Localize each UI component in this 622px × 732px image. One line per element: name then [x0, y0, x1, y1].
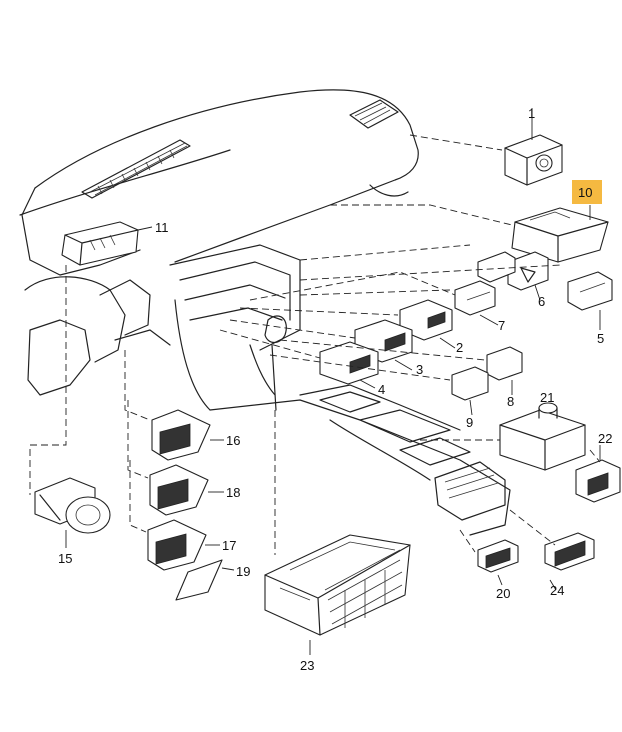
part-5-switch	[567, 271, 613, 311]
callout-9: 9	[466, 415, 473, 430]
part-21-rotary-control	[499, 402, 586, 471]
callout-24: 24	[550, 583, 564, 598]
part-6-hazard-switch	[507, 251, 549, 291]
callout-4: 4	[378, 382, 385, 397]
part-20-switch	[477, 539, 519, 573]
part-16-switch-panel	[151, 409, 211, 461]
callout-16: 16	[226, 433, 240, 448]
part-15-ignition-switch	[34, 477, 111, 534]
part-9-switch	[451, 366, 489, 401]
part-10-control-unit	[511, 207, 609, 263]
part-19-cover	[175, 559, 223, 601]
part-1-light-switch	[504, 134, 563, 186]
part-18-switch-panel	[149, 464, 209, 516]
callout-10-highlight	[572, 180, 602, 204]
part-17-switch-panel	[147, 519, 207, 571]
callout-labels: 1 2 3 4 5 6 7 8 9 10 11 15 16 17 18 19 2…	[58, 106, 612, 673]
callout-21: 21	[540, 390, 554, 405]
part-22-switch	[575, 459, 621, 503]
callout-11: 11	[155, 220, 169, 235]
callout-17: 17	[222, 538, 236, 553]
callout-8: 8	[507, 394, 514, 409]
callout-19: 19	[236, 564, 250, 579]
part-11-vent	[61, 221, 139, 266]
callout-7: 7	[498, 318, 505, 333]
callout-15: 15	[58, 551, 72, 566]
callout-10: 10	[578, 185, 592, 200]
callout-6: 6	[538, 294, 545, 309]
part-23-climate-control-unit	[264, 534, 411, 636]
part-8-switch	[486, 346, 523, 381]
part-24-switch	[544, 532, 595, 571]
part-2-switch	[399, 299, 453, 341]
callout-20: 20	[496, 586, 510, 601]
callout-2: 2	[456, 340, 463, 355]
callout-1: 1	[528, 106, 535, 121]
callout-22: 22	[598, 431, 612, 446]
dashboard-outline	[19, 89, 511, 536]
part-4-switch	[319, 341, 379, 385]
callout-5: 5	[597, 331, 604, 346]
leader-lines	[29, 108, 601, 655]
callout-3: 3	[416, 362, 423, 377]
part-7-switch	[454, 280, 496, 316]
callout-18: 18	[226, 485, 240, 500]
callout-23: 23	[300, 658, 314, 673]
part-switch-block-upper	[477, 251, 516, 283]
